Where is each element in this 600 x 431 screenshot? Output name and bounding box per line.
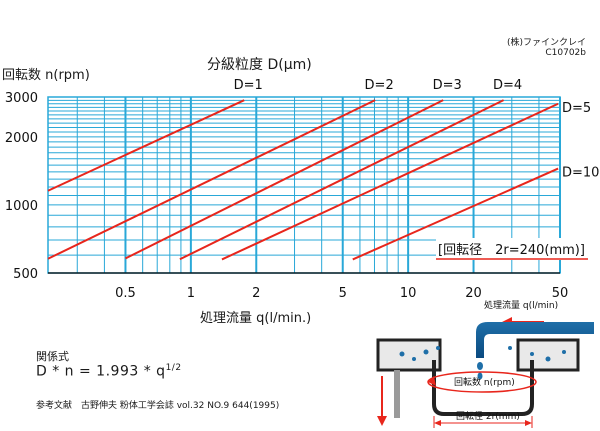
y-tick-label: 1000	[5, 199, 38, 214]
x-tick-label: 50	[552, 286, 569, 300]
inlet-pipe	[476, 322, 594, 358]
series-label: D=10	[562, 166, 599, 181]
dimension-arrow-icon	[434, 420, 441, 426]
y-tick-label: 500	[13, 267, 38, 282]
rotation-arrow-icon	[428, 376, 436, 386]
droplet-icon	[477, 372, 483, 380]
rotor-diameter-annotation: [回転径 2r=240(mm)]	[438, 243, 585, 258]
series-line-d-10	[352, 167, 559, 261]
x-tick-label: 20	[465, 286, 482, 300]
chart-title: 分級粒度 D(μm)	[207, 57, 312, 73]
outlet-pipe	[394, 370, 400, 418]
x-axis-title: 処理流量 q(l/min.)	[200, 311, 312, 326]
x-tick-label: 5	[339, 286, 347, 300]
annotation-box	[436, 238, 588, 260]
rotor-bowl	[432, 360, 534, 416]
series-line-d-5	[221, 102, 559, 261]
series-label: D=4	[493, 78, 522, 93]
document-code: C10702b	[545, 48, 586, 58]
rotor-radius-label: 回転径 2r(mm)	[456, 410, 520, 422]
rotation-speed-label: 回転数 n(rpm)	[454, 376, 515, 388]
y-tick-label: 2000	[5, 131, 38, 146]
droplet-icon	[477, 362, 483, 370]
right-chamber	[516, 338, 580, 372]
series-line-d-4	[179, 99, 505, 261]
left-chamber	[376, 338, 442, 372]
series-line-d-2	[47, 99, 376, 260]
classifier-diagram: 処理流量 q(l/min) 回転数 n(rpm) 回転径 2r(mm)	[376, 299, 594, 428]
formula-exponent: 1/2	[165, 363, 182, 373]
particles	[399, 346, 566, 362]
y-axis-title: 回転数 n(rpm)	[2, 68, 90, 83]
series-line-d-1	[47, 99, 245, 192]
reference-citation: 参考文献 古野伸夫 粉体工学会誌 vol.32 NO.9 644(1995)	[36, 401, 280, 411]
series-label: D=5	[562, 101, 591, 116]
x-tick-label: 2	[252, 286, 260, 300]
x-tick-label: 1	[187, 286, 195, 300]
y-tick-label: 3000	[5, 91, 38, 106]
dimension-arrow-icon	[525, 420, 532, 426]
formula-expression: D * n = 1.993 * q	[36, 363, 166, 380]
x-tick-label: 0.5	[115, 286, 136, 300]
series-label: D=2	[365, 78, 394, 93]
series-label: D=1	[234, 78, 263, 93]
x-tick-label: 10	[400, 286, 417, 300]
rpm-vs-flow-chart: 0.5 1 2 5 10 20 50 500 1000 2000 3000 D=1 D=2 D=3 D=4D…	[5, 78, 600, 300]
series-line-d-3	[125, 99, 444, 260]
series-label: D=3	[433, 78, 462, 93]
formula-title: 関係式	[36, 350, 69, 363]
relation-formula: D * n = 1.993 * q1/2	[36, 363, 182, 380]
flow-rate-label: 処理流量 q(l/min)	[484, 299, 558, 311]
outlet-arrow-icon	[377, 416, 387, 426]
company-name: (株)ファインクレイ	[506, 38, 586, 48]
